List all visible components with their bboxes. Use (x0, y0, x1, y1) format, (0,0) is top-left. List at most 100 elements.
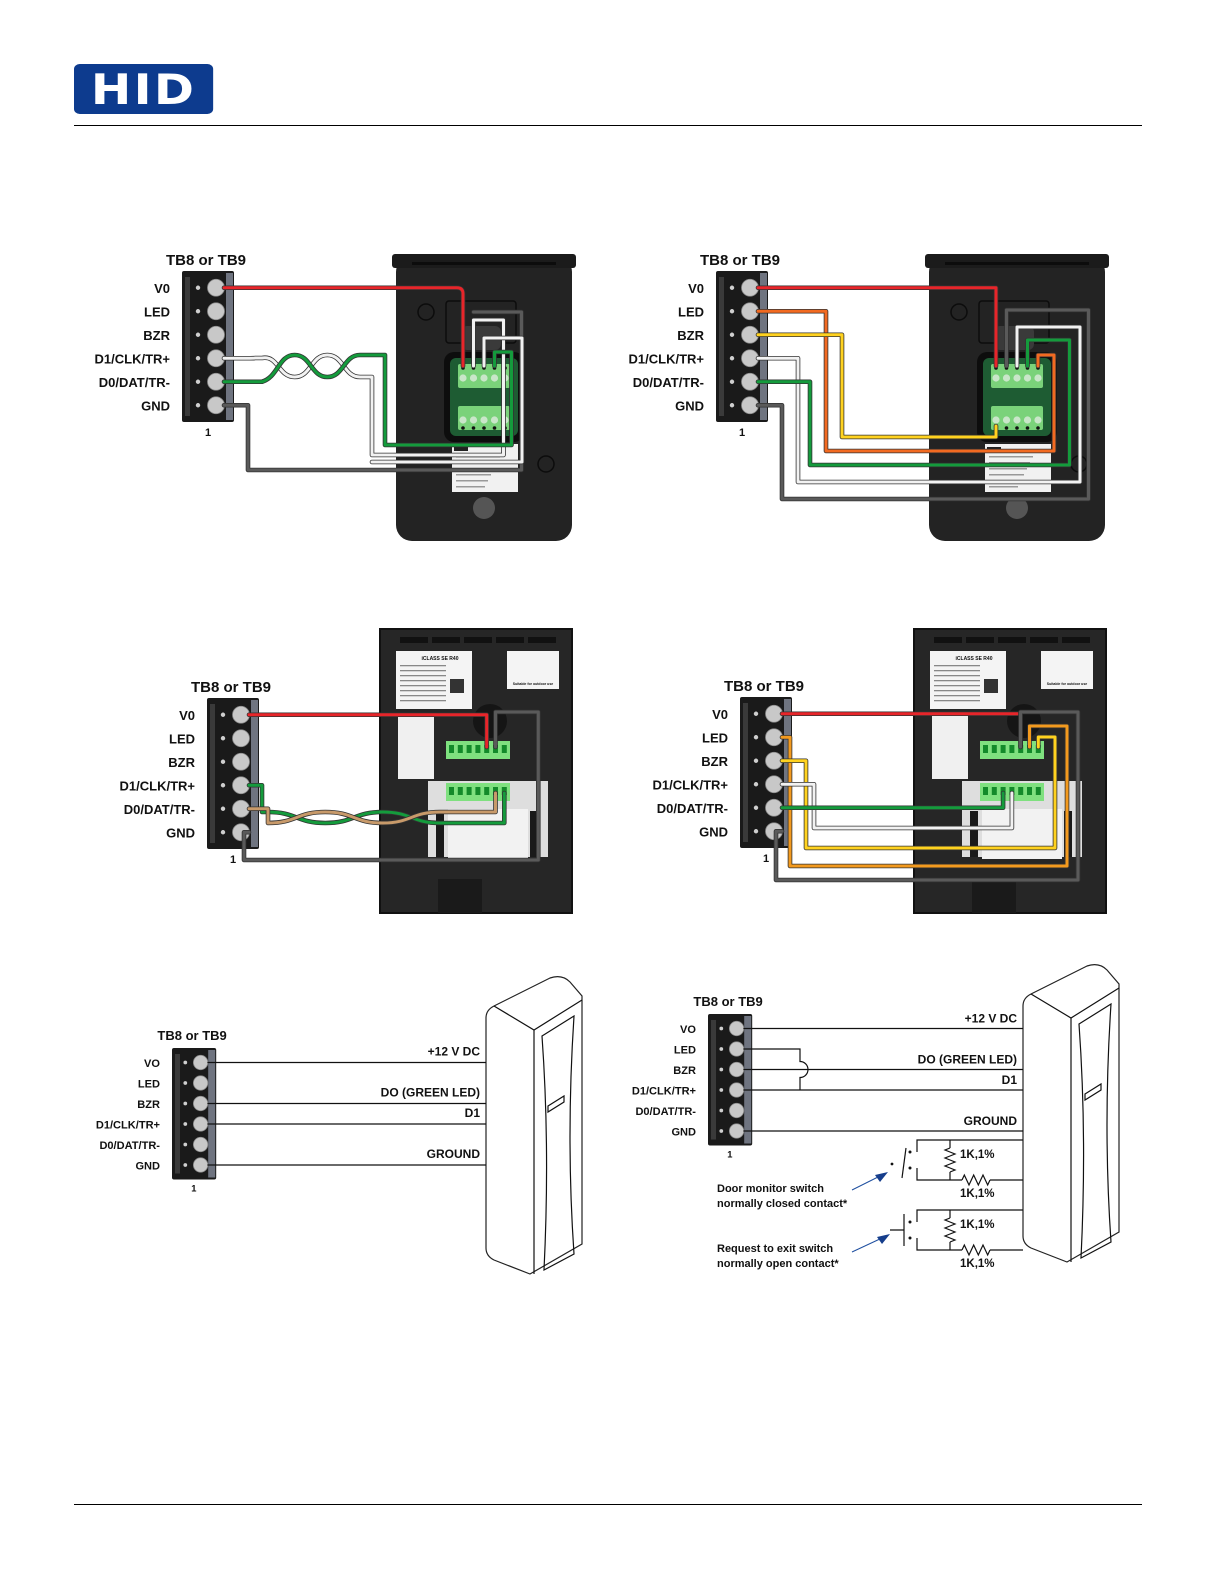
terminal-pin-label: GND (675, 398, 704, 413)
terminal-pin-hole (753, 805, 759, 810)
pillar-reader-window (1084, 1082, 1102, 1102)
diagram-d: TB8 or TB9V0LEDBZRD1/CLK/TR+D0/DAT/TR-GN… (653, 628, 1107, 914)
terminal-pin-hole (753, 758, 759, 763)
terminal-screw (192, 1054, 209, 1071)
qr-code (450, 679, 464, 693)
terminal-pin-hole (220, 830, 226, 835)
resistor-label: 1K,1% (960, 1188, 995, 1200)
switch-label-line2: normally open contact* (717, 1258, 839, 1270)
terminal-pin-label: D0/DAT/TR- (635, 1106, 696, 1118)
terminal-pin-hole (220, 712, 226, 717)
terminal-screw (207, 325, 225, 344)
wire-d0-twisted (246, 790, 498, 826)
diagram-e: TB8 or TB9VOLEDBZRD1/CLK/TR+D0/DAT/TR-GN… (96, 976, 583, 1275)
terminal-pin-label: V0 (154, 281, 170, 296)
terminal-screw (192, 1136, 209, 1153)
reader-model-text: iCLASS SE R40 (422, 656, 459, 662)
terminal-screw (232, 752, 250, 771)
terminal-pin-hole (729, 285, 735, 290)
terminal-pin-hole (183, 1163, 188, 1167)
terminal-pin-hole (195, 356, 201, 361)
terminal-title: TB8 or TB9 (724, 678, 804, 695)
terminal-pin-label: BZR (673, 1065, 696, 1077)
wire-gnd (221, 309, 524, 473)
terminal-pin-label: VO (144, 1058, 160, 1070)
wire-label-12vdc: +12 V DC (428, 1045, 481, 1059)
switch-label-line1: Request to exit switch (717, 1243, 833, 1255)
terminal-pin-hole (195, 379, 201, 384)
diagram-f: TB8 or TB9VOLEDBZRD1/CLK/TR+D0/DAT/TR-GN… (632, 964, 1120, 1270)
reader-outdoor-text: Suitable for outdoor use (1047, 682, 1087, 686)
switch-wire-top (916, 1209, 1023, 1222)
terminal-pin-hole (183, 1122, 188, 1126)
terminal-pin-hole (719, 1108, 724, 1113)
rex-switch-contact (890, 1214, 905, 1246)
resistor-parallel (943, 1147, 957, 1173)
terminal-screw (192, 1075, 209, 1091)
terminal-pin-label: D1/CLK/TR+ (95, 351, 171, 366)
terminal-pin-label: LED (702, 730, 728, 745)
terminal-pin-hole (753, 735, 759, 740)
reader-bluetooth-label (982, 809, 1062, 859)
switch-label-line1: Door monitor switch (717, 1183, 824, 1195)
wire-label-ground: GROUND (964, 1114, 1018, 1128)
terminal-pin-label: D1/CLK/TR+ (632, 1085, 696, 1097)
wire-label-ground: GROUND (427, 1147, 481, 1161)
terminal-pin-label: VO (680, 1024, 696, 1036)
resistor-parallel (943, 1217, 957, 1243)
callout-arrowhead (875, 1172, 888, 1182)
switch-wire-top (916, 1139, 1023, 1152)
wire-label-do: DO (GREEN LED) (918, 1053, 1017, 1067)
reader-bluetooth-label (448, 809, 528, 859)
wire-bzr (779, 734, 1058, 851)
wire-led (779, 723, 1070, 869)
terminal-pin-hole (183, 1142, 188, 1147)
hid-logo: HID (74, 64, 214, 114)
terminal-pin-hole (183, 1101, 188, 1106)
terminal-pin-hole (753, 711, 759, 716)
terminal-screw (728, 1061, 745, 1078)
terminal-pin-label: GND (166, 825, 195, 840)
resistor-label: 1K,1% (960, 1258, 995, 1270)
terminal-pin-label: D0/DAT/TR- (657, 801, 728, 816)
wire-d1 (221, 317, 506, 458)
door-switch-contact (901, 1147, 907, 1179)
reader-cert-label (1041, 651, 1093, 689)
terminal-pin-label: BZR (137, 1099, 160, 1111)
terminal-screw (192, 1157, 209, 1173)
pillar-reader-window (547, 1094, 565, 1114)
terminal-pin-label: BZR (168, 755, 195, 770)
wire-gnd (755, 307, 1091, 502)
terminal-pin-hole (719, 1026, 724, 1031)
terminal-block-edge (784, 699, 791, 846)
callout-arrow (851, 1237, 883, 1253)
wire-d0 (779, 790, 1006, 811)
terminal-pin-hole (719, 1067, 724, 1072)
wire-label-d1: D1 (465, 1106, 481, 1120)
terminal-pin-label: GND (699, 824, 728, 839)
pin-one-label: 1 (727, 1149, 732, 1159)
terminal-pin-label: D1/CLK/TR+ (653, 777, 729, 792)
terminal-pin-label: LED (169, 731, 195, 746)
diagram-a: TB8 or TB9V0LEDBZRD1/CLK/TR+D0/DAT/TR-GN… (95, 252, 576, 541)
terminal-pin-hole (220, 783, 226, 788)
terminal-pin-label: BZR (143, 328, 170, 343)
wire-d0 (755, 337, 1072, 468)
footer-divider (74, 1504, 1142, 1505)
terminal-pin-hole (729, 332, 735, 337)
terminal-pin-label: D0/DAT/TR- (99, 1140, 160, 1152)
terminal-pin-hole (719, 1088, 724, 1092)
terminal-screw (728, 1041, 745, 1057)
reader-pinout-label (398, 715, 434, 779)
terminal-pin-label: D0/DAT/TR- (99, 375, 170, 390)
terminal-title: TB8 or TB9 (700, 252, 780, 269)
pin-one-label: 1 (763, 853, 769, 865)
terminal-pin-hole (183, 1081, 188, 1085)
reader-top-edge (925, 254, 1109, 268)
terminal-pin-hole (729, 309, 735, 314)
terminal-pin-hole (220, 759, 226, 764)
header-divider (74, 125, 1142, 126)
resistor-label: 1K,1% (960, 1219, 995, 1231)
terminal-block-edge (744, 1016, 752, 1144)
